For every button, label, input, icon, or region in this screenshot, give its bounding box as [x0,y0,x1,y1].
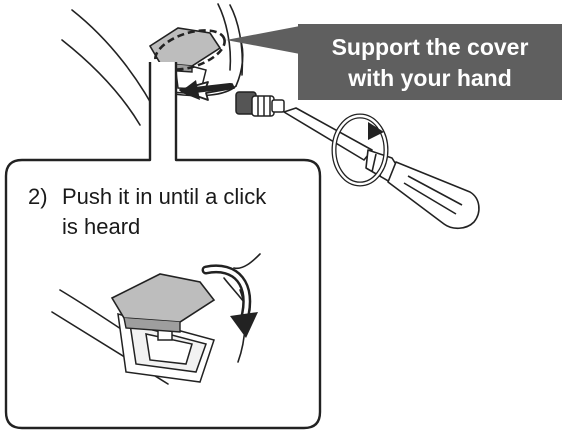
connector-plug-icon [236,92,284,116]
callout-box: Support the cover with your hand [298,24,562,100]
step-number: 2) [28,184,48,209]
callout-line-1: Support the cover [332,34,529,60]
callout-line-2: with your hand [347,65,512,91]
callout-pointer [226,26,300,54]
step-line-2: is heard [62,214,140,239]
step-line-1: Push it in until a click [62,184,267,209]
